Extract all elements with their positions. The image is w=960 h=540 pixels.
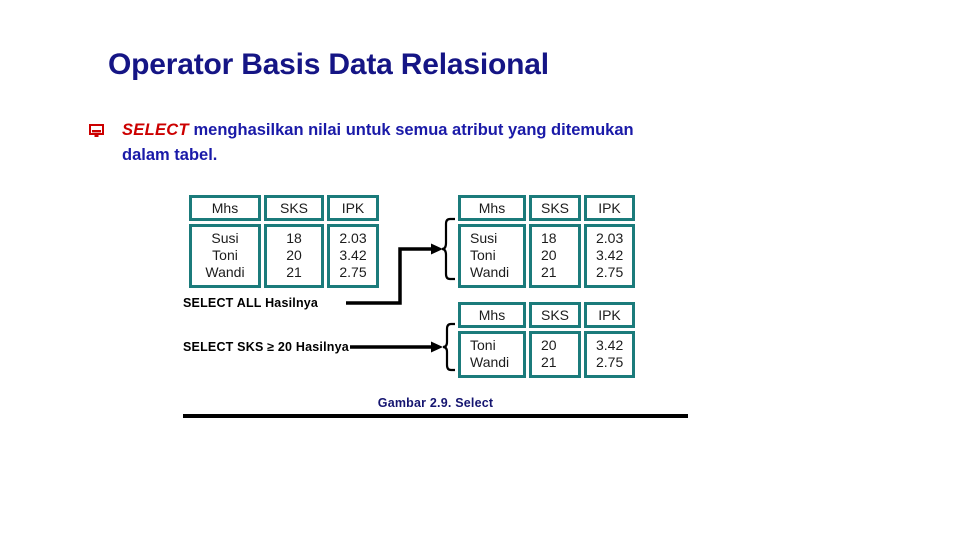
column-header: Mhs [458,195,526,221]
column-cells: Susi Toni Wandi [189,224,261,288]
operation-label-select-sks: SELECT SKS ≥ 20 Hasilnya [183,340,349,354]
keyword-select: SELECT [122,121,189,139]
bullet-paragraph: SELECT menghasilkan nilai untuk semua at… [89,118,849,168]
table-select-sks-result: Mhs Toni Wandi SKS 20 21 IPK 3.42 2.75 [458,302,635,378]
table-cell: 3.42 [339,247,367,263]
table-source-column-mhs: Mhs Susi Toni Wandi [189,195,261,288]
table-cell: 20 [541,337,557,353]
table-cell: 2.75 [339,264,367,280]
brace-select-sks [442,322,455,372]
page-title: Operator Basis Data Relasional [108,48,549,81]
column-cells: 2.03 3.42 2.75 [584,224,635,288]
table-cell: 2.75 [596,354,624,370]
arrowhead-select-all [431,243,443,255]
column-header: SKS [529,195,581,221]
table-cell: 2.03 [339,230,367,246]
table-select-all-result: Mhs Susi Toni Wandi SKS 18 20 21 IPK 2.0… [458,195,635,288]
bullet-text-line-2: dalam tabel. [122,145,218,164]
table-cell: Wandi [470,354,510,370]
table-cell: Wandi [205,264,245,280]
table-all-column-ipk: IPK 2.03 3.42 2.75 [584,195,635,288]
column-cells: Toni Wandi [458,331,526,378]
table-all-column-mhs: Mhs Susi Toni Wandi [458,195,526,288]
screen-monitor-icon [89,124,104,137]
bullet-text-rest: menghasilkan nilai untuk semua atribut y… [193,121,634,139]
table-source: Mhs Susi Toni Wandi SKS 18 20 21 IPK 2.0… [189,195,379,288]
table-cell: 20 [286,247,302,263]
table-cell: Wandi [470,264,510,280]
table-cell: 2.75 [596,264,624,280]
caption-rule [183,414,688,418]
table-cell: Toni [470,337,496,353]
table-cell: Susi [211,230,239,246]
figure-caption: Gambar 2.9. Select [377,396,494,410]
table-filtered-column-sks: SKS 20 21 [529,302,581,378]
table-cell: 21 [541,264,557,280]
column-cells: Susi Toni Wandi [458,224,526,288]
table-cell: 3.42 [596,337,624,353]
table-cell: Toni [212,247,238,263]
column-cells: 18 20 21 [529,224,581,288]
column-cells: 18 20 21 [264,224,324,288]
column-header: IPK [584,195,635,221]
table-cell: Toni [470,247,496,263]
table-source-column-ipk: IPK 2.03 3.42 2.75 [327,195,379,288]
table-cell: 21 [286,264,302,280]
table-cell: Susi [470,230,498,246]
column-header: IPK [327,195,379,221]
column-header: Mhs [189,195,261,221]
bullet-text-line-1: SELECT menghasilkan nilai untuk semua at… [122,118,849,143]
table-filtered-column-ipk: IPK 3.42 2.75 [584,302,635,378]
column-header: SKS [529,302,581,328]
table-filtered-column-mhs: Mhs Toni Wandi [458,302,526,378]
column-cells: 3.42 2.75 [584,331,635,378]
table-all-column-sks: SKS 18 20 21 [529,195,581,288]
column-cells: 2.03 3.42 2.75 [327,224,379,288]
operation-label-select-all: SELECT ALL Hasilnya [183,296,319,310]
arrowhead-select-sks [431,341,443,353]
table-cell: 21 [541,354,557,370]
column-header: IPK [584,302,635,328]
table-cell: 3.42 [596,247,624,263]
table-source-column-sks: SKS 18 20 21 [264,195,324,288]
table-cell: 18 [541,230,557,246]
table-cell: 20 [541,247,557,263]
column-header: SKS [264,195,324,221]
table-cell: 18 [286,230,302,246]
column-header: Mhs [458,302,526,328]
column-cells: 20 21 [529,331,581,378]
table-cell: 2.03 [596,230,624,246]
brace-select-all [441,217,455,281]
